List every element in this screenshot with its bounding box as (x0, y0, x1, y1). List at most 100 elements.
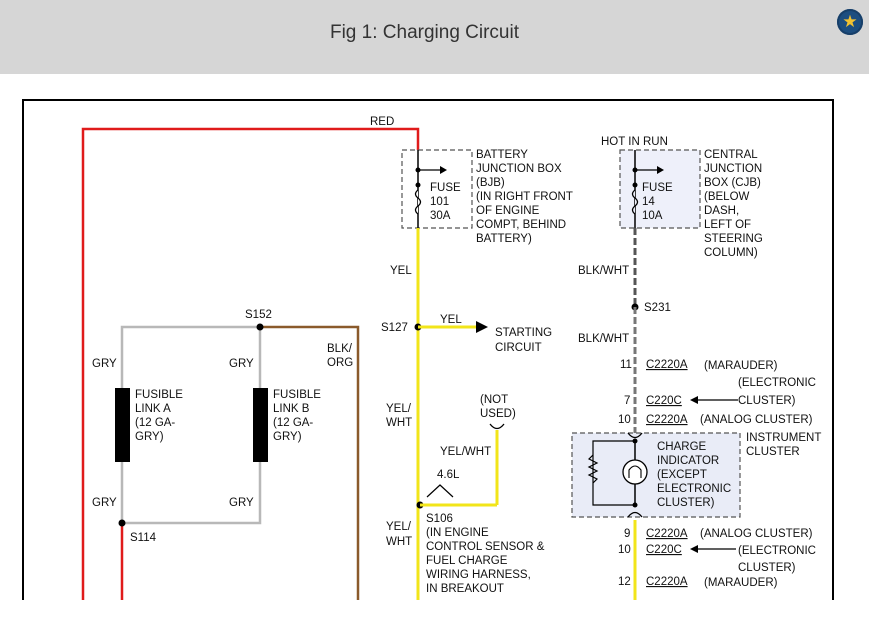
figure-title: Fig 1: Charging Circuit (329, 22, 520, 43)
fuse-14-line3: 10A (642, 210, 663, 222)
s106-desc-3: FUEL CHARGE (426, 555, 508, 567)
cjb-desc-8: COLUMN) (704, 247, 758, 259)
wire-gry-top (120, 325, 260, 388)
bjb-desc-4: (IN RIGHT FRONT (476, 191, 573, 203)
label-gry-a-bot: GRY (92, 497, 117, 509)
indicator-line5: CLUSTER) (657, 497, 715, 509)
label-yel-start: YEL (440, 314, 462, 326)
cjb-desc-2: JUNCTION (704, 163, 762, 175)
label-yel-wht-1: YEL/ (386, 403, 412, 415)
indicator-line3: (EXCEPT (657, 469, 707, 481)
conn-top-2-note-1: (ELECTRONIC (738, 377, 816, 389)
fusible-b-line2: LINK B (273, 403, 310, 415)
label-blk-wht-2: BLK/WHT (578, 333, 629, 345)
engine-option-arrow (426, 484, 454, 498)
label-gry-b-top: GRY (229, 358, 254, 370)
label-blk-wht-1: BLK/WHT (578, 265, 629, 277)
label-s106: S106 (426, 513, 453, 525)
conn-bot-3-pin: 12 (618, 576, 631, 588)
label-yel-wht-branch: YEL/WHT (440, 446, 491, 458)
cluster-node-top (632, 438, 638, 444)
wire-blk-org (260, 325, 360, 600)
cluster-resistor (587, 454, 599, 484)
label-gry-b-bot: GRY (229, 497, 254, 509)
star-icon[interactable]: ★ (837, 9, 863, 35)
conn-bot-3-name: C2220A (646, 576, 688, 588)
conn-bot-2-pin: 10 (618, 544, 631, 556)
conn-bot-1-pin: 9 (624, 528, 630, 540)
bjb-desc-6: COMPT, BEHIND (476, 219, 566, 231)
splice-s152 (256, 323, 264, 331)
label-s114: S114 (130, 532, 157, 544)
label-s127: S127 (381, 322, 408, 334)
cluster-pin-bottom (627, 511, 643, 518)
conn-top-2-pin: 7 (624, 395, 630, 407)
starting-line1: STARTING (495, 327, 552, 339)
cluster-node-bot (632, 502, 638, 508)
conn-top-2-name: C220C (646, 395, 682, 407)
fuse-101-line1: FUSE (430, 182, 461, 194)
conn-top-3-pin: 10 (618, 414, 631, 426)
splice-s114 (118, 519, 126, 527)
label-s152: S152 (245, 309, 272, 321)
not-used-connector (489, 423, 505, 430)
cjb-node (632, 167, 638, 173)
fusible-a-line1: FUSIBLE (135, 389, 183, 401)
cluster-label-2: CLUSTER (746, 446, 800, 458)
cjb-desc-5: DASH, (704, 205, 739, 217)
conn-bot-2-arrowhead (690, 545, 698, 553)
bjb-desc-3: (BJB) (476, 177, 505, 189)
cluster-pin-top (627, 432, 643, 439)
s106-desc-4: WIRING HARNESS, (426, 569, 531, 581)
fusible-link-a (115, 388, 130, 462)
conn-top-3-name: C2220A (646, 414, 688, 426)
starting-arrowhead (476, 321, 488, 333)
bjb-arrowhead (440, 166, 447, 174)
cluster-label-1: INSTRUMENT (746, 432, 821, 444)
conn-top-1-note: (MARAUDER) (704, 360, 778, 372)
bjb-node-2 (415, 182, 421, 188)
conn-top-1-pin: 11 (620, 359, 632, 371)
fuse-101-line2: 101 (430, 196, 449, 208)
not-used-line1: (NOT (480, 394, 508, 406)
bjb-desc-7: BATTERY) (476, 233, 532, 245)
fusible-a-line2: LINK A (135, 403, 171, 415)
conn-bot-2-note-1: (ELECTRONIC (738, 545, 816, 557)
conn-top-1-name: C2220A (646, 359, 688, 371)
cjb-box (619, 149, 701, 229)
fusible-b-line4: GRY) (273, 431, 302, 443)
fuse-14-line1: FUSE (642, 182, 673, 194)
instrument-cluster-box (571, 432, 741, 518)
s106-desc-5: IN BREAKOUT (426, 583, 504, 595)
fusible-a-line4: GRY) (135, 431, 164, 443)
label-red: RED (370, 116, 394, 128)
s106-desc-2: CONTROL SENSOR & (426, 541, 545, 553)
fuse-101-symbol (414, 189, 422, 215)
indicator-line2: INDICATOR (657, 455, 719, 467)
fusible-a-line3: (12 GA- (135, 417, 175, 429)
wire-gry-bottom (120, 462, 262, 525)
conn-bot-3-note: (MARAUDER) (704, 577, 778, 589)
label-engine: 4.6L (437, 469, 460, 481)
diagram-frame (22, 99, 834, 600)
cjb-desc-4: (BELOW (704, 191, 750, 203)
figure-header: Fig 1: Charging Circuit ★ (0, 0, 869, 74)
label-yel-wht-4: WHT (386, 536, 412, 548)
label-yel-wht-3: YEL/ (386, 521, 412, 533)
conn-top-2-note-2: CLUSTER) (738, 395, 796, 407)
bjb-desc-5: OF ENGINE (476, 205, 540, 217)
bulb-filament (628, 465, 642, 478)
indicator-line1: CHARGE (657, 441, 707, 453)
conn-bot-2-note-2: CLUSTER) (738, 562, 796, 574)
conn-bot-1-name: C2220A (646, 528, 688, 540)
bjb-node (415, 167, 421, 173)
fusible-b-line1: FUSIBLE (273, 389, 321, 401)
bjb-box (401, 149, 473, 229)
conn-bot-2-name: C220C (646, 544, 682, 556)
fusible-b-line3: (12 GA- (273, 417, 313, 429)
cjb-arrowhead (657, 166, 664, 174)
label-gry-a-top: GRY (92, 358, 117, 370)
bjb-desc-2: JUNCTION BOX (476, 163, 562, 175)
charge-indicator-bulb-icon (622, 459, 648, 485)
